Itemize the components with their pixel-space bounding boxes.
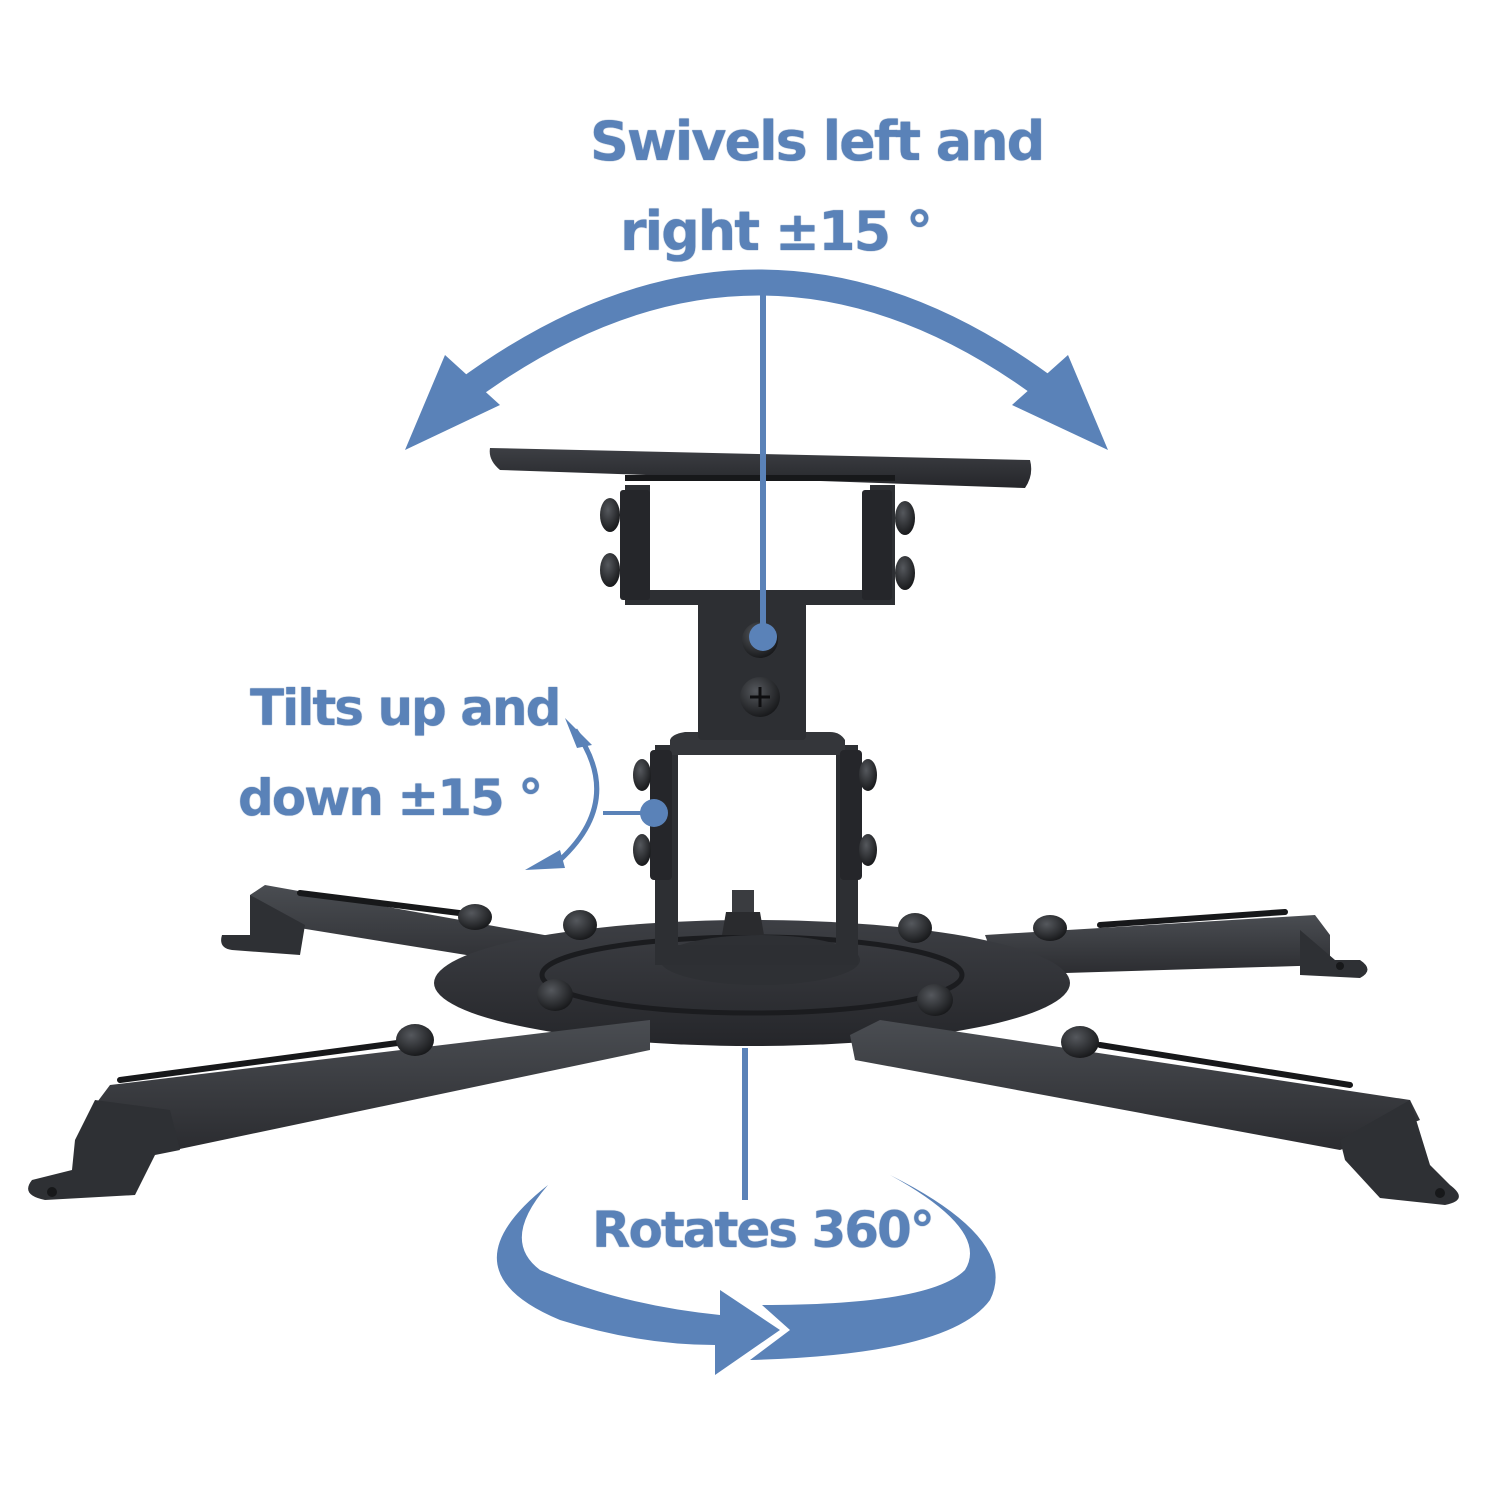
mount-arm-front-left: [28, 1020, 650, 1200]
base-plate: [434, 920, 1070, 1046]
tilt-label-line1: Tilts up and: [250, 679, 561, 737]
center-post: [698, 600, 806, 740]
mount-arm-back-right: [985, 909, 1368, 978]
upper-swivel-bracket: [600, 485, 915, 605]
lower-tilt-bracket: [633, 732, 877, 965]
bolts: [396, 904, 1099, 1058]
swivel-label-line2: right ±15 °: [620, 200, 933, 263]
tilt-label-line2: down ±15 °: [238, 769, 543, 827]
swivel-label-line1: Swivels left and: [590, 110, 1045, 173]
swivel-arrow-icon: [405, 269, 1108, 450]
rotate-label: Rotates 360°: [592, 1201, 935, 1259]
rotate-arrow-icon: [496, 1175, 996, 1375]
mount-arm-front-right: [850, 1020, 1459, 1205]
swivel-pointer-icon: [749, 290, 777, 651]
tilt-arrow-icon: [525, 718, 668, 870]
